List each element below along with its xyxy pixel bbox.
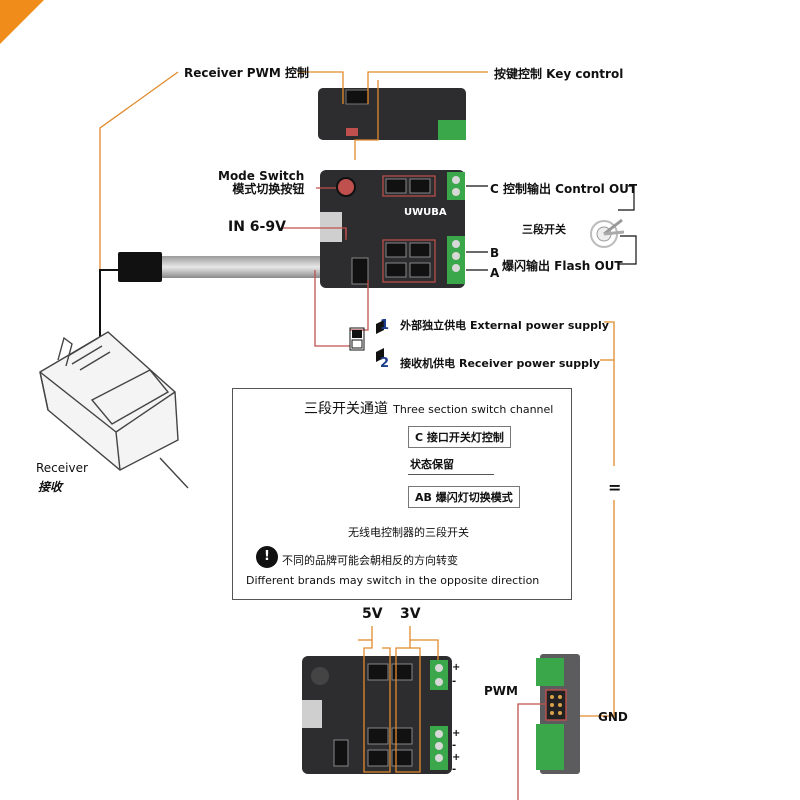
power-num-2: 2: [380, 356, 390, 371]
receiver-power-label: 接收机供电 Receiver power supply: [400, 357, 600, 370]
legend-item-hold: 状态保留: [408, 456, 494, 475]
receiver-pwm-label: Receiver PWM 控制: [184, 66, 309, 80]
a-letter: A: [490, 266, 500, 280]
legend-switch-caption: 无线电控制器的三段开关: [348, 526, 469, 539]
receiver-label-en: Receiver: [36, 461, 88, 475]
corner-accent: [0, 0, 44, 44]
voltage-5v-label: 5V: [362, 606, 383, 622]
top-module: [318, 88, 466, 140]
control-out-text: 控制输出 Control OUT: [503, 182, 638, 196]
mode-switch-cn: 模式切换按钮: [232, 182, 305, 196]
input-voltage-label: IN 6-9V: [228, 219, 286, 235]
terminal-minus-2: -: [452, 740, 457, 751]
terminal-minus-1: -: [452, 676, 457, 687]
legend-panel: [232, 388, 572, 600]
jumper-detail: [349, 320, 384, 362]
warning-icon: !: [256, 546, 278, 568]
power-cable: [99, 252, 320, 342]
legend-item-ab: AB 爆闪灯切换模式: [408, 486, 520, 508]
side-connector: [536, 654, 580, 774]
pwm-label: PWM: [484, 684, 518, 698]
c-letter: C: [490, 182, 499, 196]
mode-switch-label: Mode Switch 模式切换按钮: [218, 170, 304, 196]
external-power-label: 外部独立供电 External power supply: [400, 319, 609, 332]
terminal-plus-1: +: [452, 662, 461, 673]
terminal-plus-3: +: [452, 752, 461, 763]
b-letter: B: [490, 246, 500, 260]
receiver-power-row: 2 接收机供电 Receiver power supply: [380, 352, 600, 371]
brand-logo: UWUBA: [404, 207, 447, 218]
receiver-label-cn: 接收: [38, 480, 63, 494]
main-board: [320, 170, 465, 288]
legend-title-en: Three section switch channel: [393, 403, 554, 416]
legend-title-cn: 三段开关通道: [304, 401, 388, 417]
key-control-label: 按键控制 Key control: [494, 67, 624, 81]
terminal-minus-3: -: [452, 764, 457, 775]
pwm-leader-line: [517, 703, 546, 800]
gnd-label: GND: [598, 710, 628, 724]
three-way-switch-icon: [590, 218, 625, 248]
receiver-drawing: [39, 331, 189, 489]
external-power-row: 1 外部独立供电 External power supply: [380, 314, 609, 333]
three-switch-label: 三段开关: [522, 223, 566, 236]
right-rail: [568, 321, 615, 717]
legend-item-c: C 接口开关灯控制: [408, 426, 511, 448]
flash-out-label: 爆闪输出 Flash OUT: [502, 259, 623, 273]
warning-text-cn: 不同的品牌可能会朝相反的方向转变: [282, 554, 458, 567]
warning-text-en: Different brands may switch in the oppos…: [246, 574, 540, 587]
output-leader-lines: [466, 185, 637, 271]
equals-sign: =: [608, 478, 622, 497]
mode-switch-en: Mode Switch: [218, 169, 305, 183]
control-out-label: C 控制输出 Control OUT: [490, 180, 637, 197]
voltage-3v-label: 3V: [400, 606, 421, 622]
legend-title: 三段开关通道 Three section switch channel: [304, 398, 553, 418]
voltage-brackets: [358, 626, 439, 773]
bottom-board: [302, 656, 452, 774]
terminal-plus-2: +: [452, 728, 461, 739]
power-num-1: 1: [380, 318, 390, 333]
